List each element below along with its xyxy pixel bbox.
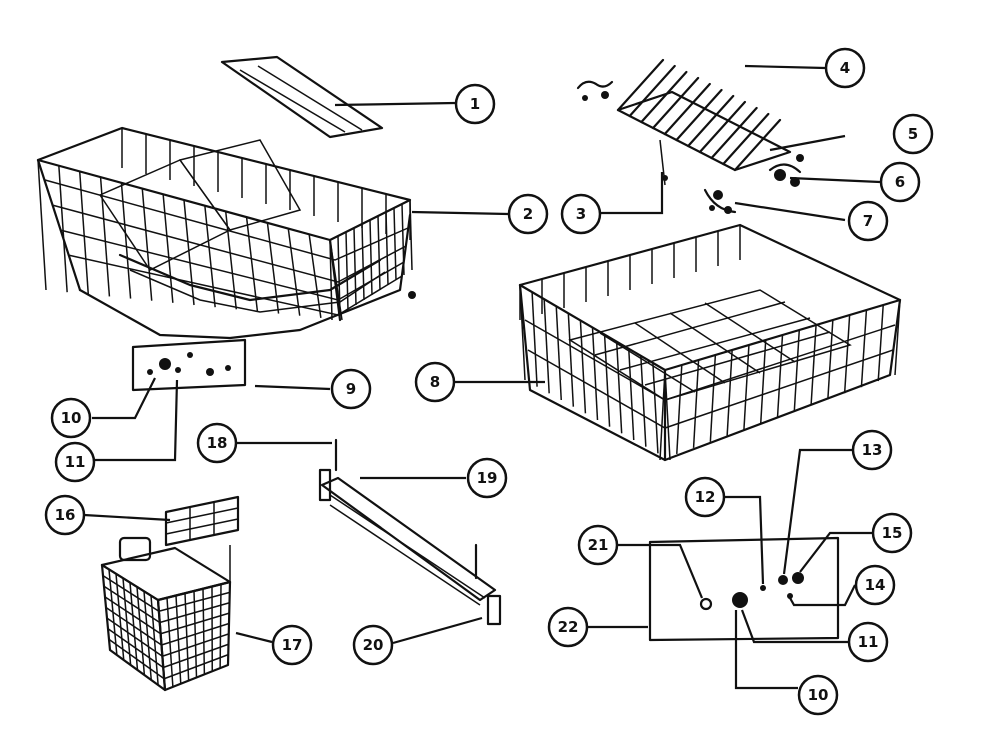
part-20-end-cap — [486, 594, 502, 626]
part-2-upper-rack — [36, 126, 416, 340]
callout-21-label: 21 — [588, 536, 609, 554]
part-22-roller-assembly — [648, 536, 840, 642]
callout-7: 7 — [847, 200, 889, 242]
callout-4-label: 4 — [840, 59, 850, 77]
part-16-basket-lid — [164, 495, 240, 547]
callout-1: 1 — [454, 83, 496, 125]
callout-14-label: 14 — [865, 576, 886, 594]
callout-8: 8 — [414, 361, 456, 403]
callout-5-label: 5 — [908, 125, 918, 143]
callout-11-right-label: 11 — [858, 633, 879, 651]
callout-18-label: 18 — [207, 434, 228, 452]
callout-5: 5 — [892, 113, 934, 155]
callout-11-right: 11 — [847, 621, 889, 663]
callout-19: 19 — [466, 457, 508, 499]
callout-22-label: 22 — [558, 618, 579, 636]
part-17-silverware-basket — [100, 536, 232, 692]
part-19-rail — [318, 468, 497, 606]
callout-22: 22 — [547, 606, 589, 648]
callout-9: 9 — [330, 368, 372, 410]
callout-10-left-label: 10 — [61, 409, 82, 427]
part-4-tine-row — [616, 58, 792, 186]
callout-17-label: 17 — [282, 636, 303, 654]
callout-21: 21 — [577, 524, 619, 566]
part-1-tray — [220, 55, 384, 139]
callout-10-left: 10 — [50, 397, 92, 439]
callout-13: 13 — [851, 429, 893, 471]
callout-7-label: 7 — [863, 212, 873, 230]
callout-16: 16 — [44, 494, 86, 536]
callout-6: 6 — [879, 161, 921, 203]
callout-11-left-label: 11 — [65, 453, 86, 471]
part-3-clip — [576, 80, 614, 101]
callout-8-label: 8 — [430, 373, 440, 391]
callout-6-label: 6 — [895, 173, 905, 191]
callout-4: 4 — [824, 47, 866, 89]
part-7-clip — [703, 188, 737, 214]
callout-12: 12 — [684, 476, 726, 518]
callout-15-label: 15 — [882, 524, 903, 542]
callout-14: 14 — [854, 564, 896, 606]
part-5-6-clips — [768, 154, 804, 187]
callout-2-label: 2 — [523, 205, 533, 223]
callout-20-label: 20 — [363, 636, 384, 654]
callout-1-label: 1 — [470, 95, 480, 113]
callout-18: 18 — [196, 422, 238, 464]
callout-13-label: 13 — [862, 441, 883, 459]
part-9-rail-bracket — [131, 338, 247, 392]
callout-10-right-label: 10 — [808, 686, 829, 704]
leader-lines — [83, 64, 881, 690]
callout-3: 3 — [560, 193, 602, 235]
callout-9-label: 9 — [346, 380, 356, 398]
callout-11-left: 11 — [54, 441, 96, 483]
callout-19-label: 19 — [477, 469, 498, 487]
callout-10-right: 10 — [797, 674, 839, 716]
callout-16-label: 16 — [55, 506, 76, 524]
callout-20: 20 — [352, 624, 394, 666]
callout-12-label: 12 — [695, 488, 716, 506]
callout-15: 15 — [871, 512, 913, 554]
callout-17: 17 — [271, 624, 313, 666]
part-8-lower-rack — [518, 223, 902, 462]
callout-2: 2 — [507, 193, 549, 235]
callout-3-label: 3 — [576, 205, 586, 223]
part-18-stud — [334, 438, 478, 580]
